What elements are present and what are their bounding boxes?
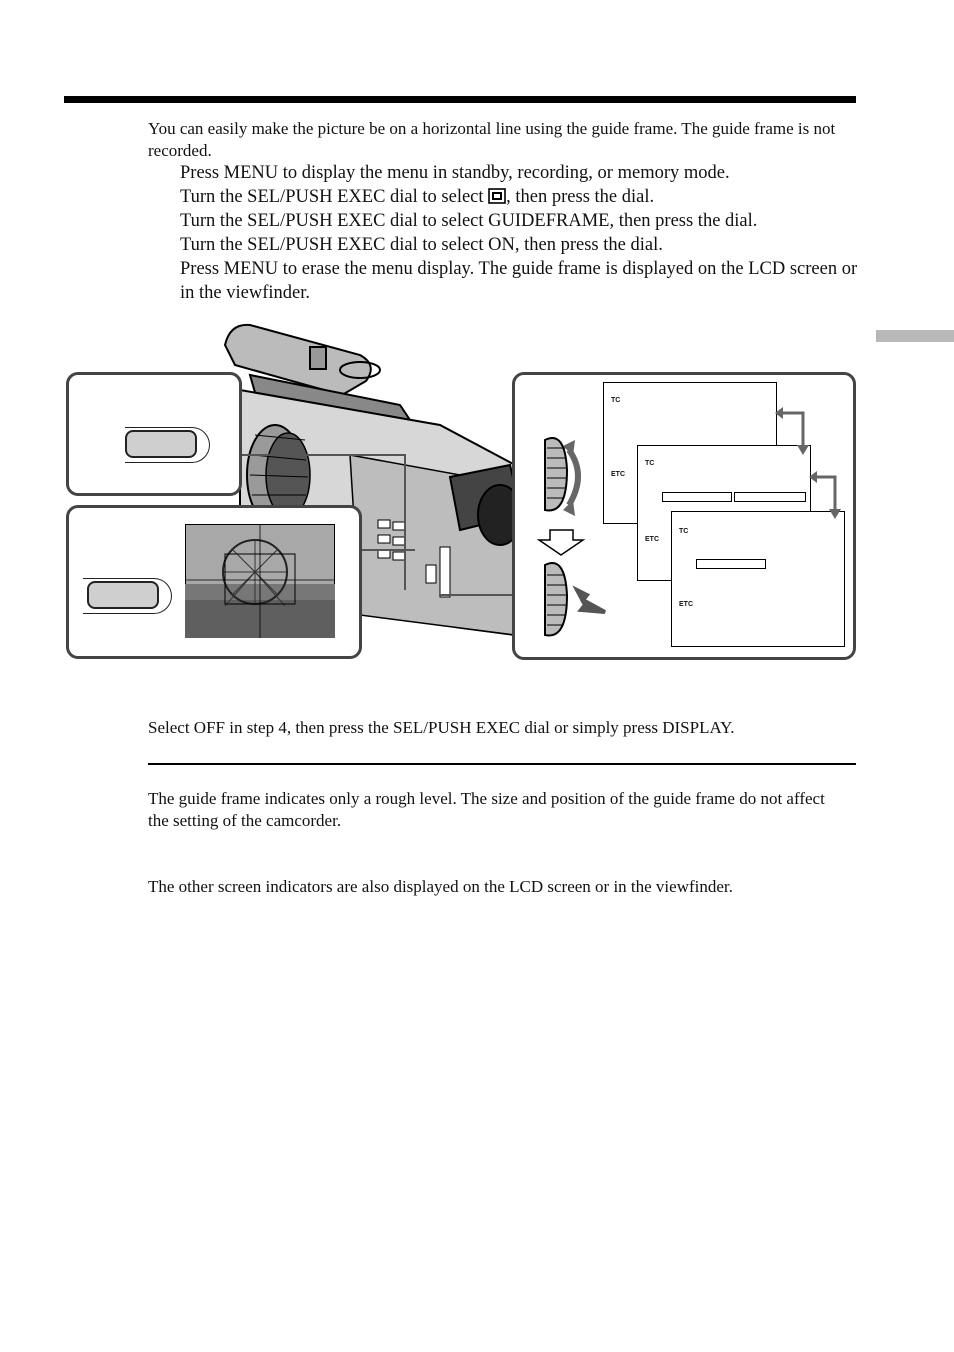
procedure-steps: Press MENU to display the menu in standb… — [180, 161, 860, 305]
menu-button-outline — [125, 427, 210, 463]
etc-menu-icon: ETC — [611, 471, 625, 478]
guide-frame-screen — [185, 524, 335, 638]
step-2-text-a: Turn the SEL/PUSH EXEC dial to select — [180, 187, 484, 207]
display-button-outline — [83, 578, 172, 614]
display-button-callout — [66, 505, 362, 659]
menu-highlight-bar — [662, 492, 732, 502]
step-1: Press MENU to display the menu in standb… — [180, 163, 730, 183]
menu-button[interactable] — [125, 430, 197, 458]
submenu-highlight-bar — [734, 492, 806, 502]
step-3: Turn the SEL/PUSH EXEC dial to select GU… — [180, 211, 758, 231]
note-other-indicators: The other screen indicators are also dis… — [148, 877, 733, 896]
tc-menu-icon: TC — [611, 397, 621, 404]
step-2-text-b: , then press the dial. — [506, 187, 655, 207]
menu-screen-3: TC ETC — [671, 511, 845, 647]
etc-menu-icon: ETC — [679, 601, 693, 608]
tc-menu-icon: TC — [645, 460, 655, 467]
step-2: Turn the SEL/PUSH EXEC dial to select , … — [180, 185, 860, 209]
display-button[interactable] — [87, 581, 159, 609]
chapter-tab — [876, 330, 954, 342]
camcorder-illustration: TC ETC TC ETC TC ETC — [60, 315, 860, 665]
section-header-rule — [64, 96, 856, 103]
tc-menu-icon: TC — [679, 528, 689, 535]
sel-push-exec-dial[interactable] — [535, 430, 615, 660]
notes-divider — [148, 763, 856, 765]
etc-menu-icon: ETC — [645, 536, 659, 543]
menu-button-callout — [66, 372, 242, 496]
menu-transition-arrows — [775, 407, 841, 519]
intro-paragraph: You can easily make the picture be on a … — [148, 119, 836, 160]
cancel-instruction: Select OFF in step 4, then press the SEL… — [148, 718, 735, 737]
step-4: Turn the SEL/PUSH EXEC dial to select ON… — [180, 235, 663, 255]
menu-screens-callout: TC ETC TC ETC TC ETC — [512, 372, 856, 660]
step-5: Press MENU to erase the menu display. Th… — [180, 259, 858, 303]
menu-highlight-bar — [696, 559, 766, 569]
camera-set-menu-icon — [488, 188, 506, 204]
note-rough-level: The guide frame indicates only a rough l… — [148, 789, 825, 830]
